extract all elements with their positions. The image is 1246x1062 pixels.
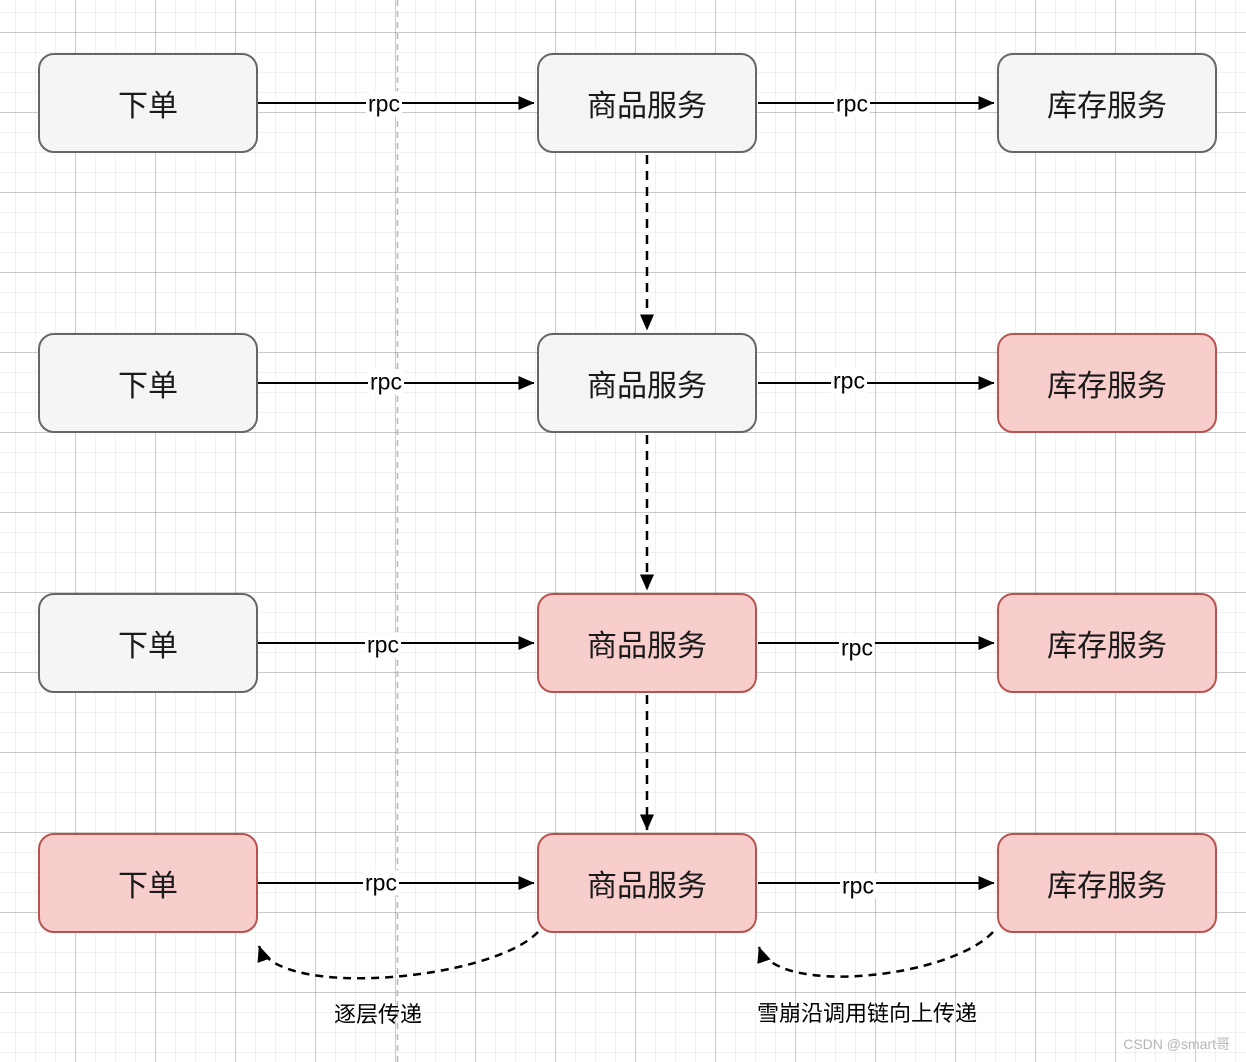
node-product-service-row3-failed: 商品服务 [537, 593, 757, 693]
rpc-edge-label: rpc [363, 869, 399, 896]
cascade-arrow-stock-to-product [757, 931, 994, 978]
node-order-row2: 下单 [38, 333, 258, 433]
rpc-edge-label: rpc [365, 631, 401, 658]
node-label: 商品服务 [587, 90, 707, 123]
node-product-service-row1: 商品服务 [537, 53, 757, 153]
node-label: 下单 [118, 630, 178, 663]
rpc-edge-label: rpc [366, 90, 402, 117]
node-stock-service-row2-failed: 库存服务 [997, 333, 1217, 433]
node-product-service-row4-failed: 商品服务 [537, 833, 757, 933]
node-label: 商品服务 [587, 370, 707, 403]
node-label: 下单 [118, 370, 178, 403]
rpc-edge-label: rpc [834, 90, 870, 117]
node-label: 库存服务 [1047, 90, 1167, 123]
cascade-arrow-product-to-order [257, 931, 539, 980]
annotation-cascade-left: 逐层传递 [333, 1002, 423, 1027]
node-order-row1: 下单 [38, 53, 258, 153]
node-order-row3: 下单 [38, 593, 258, 693]
node-label: 库存服务 [1047, 630, 1167, 663]
annotation-cascade-right: 雪崩沿调用链向上传递 [756, 1001, 978, 1026]
node-stock-service-row4-failed: 库存服务 [997, 833, 1217, 933]
node-order-row4-failed: 下单 [38, 833, 258, 933]
node-label: 商品服务 [587, 630, 707, 663]
node-label: 库存服务 [1047, 370, 1167, 403]
node-product-service-row2: 商品服务 [537, 333, 757, 433]
node-stock-service-row3-failed: 库存服务 [997, 593, 1217, 693]
node-label: 下单 [118, 90, 178, 123]
rpc-edge-label: rpc [839, 634, 875, 661]
node-label: 下单 [118, 870, 178, 903]
csdn-watermark: CSDN @smart哥 [1123, 1036, 1230, 1052]
node-label: 库存服务 [1047, 870, 1167, 903]
node-label: 商品服务 [587, 870, 707, 903]
rpc-edge-label: rpc [368, 368, 404, 395]
rpc-edge-label: rpc [831, 367, 867, 394]
rpc-edge-label: rpc [840, 872, 876, 899]
node-stock-service-row1: 库存服务 [997, 53, 1217, 153]
